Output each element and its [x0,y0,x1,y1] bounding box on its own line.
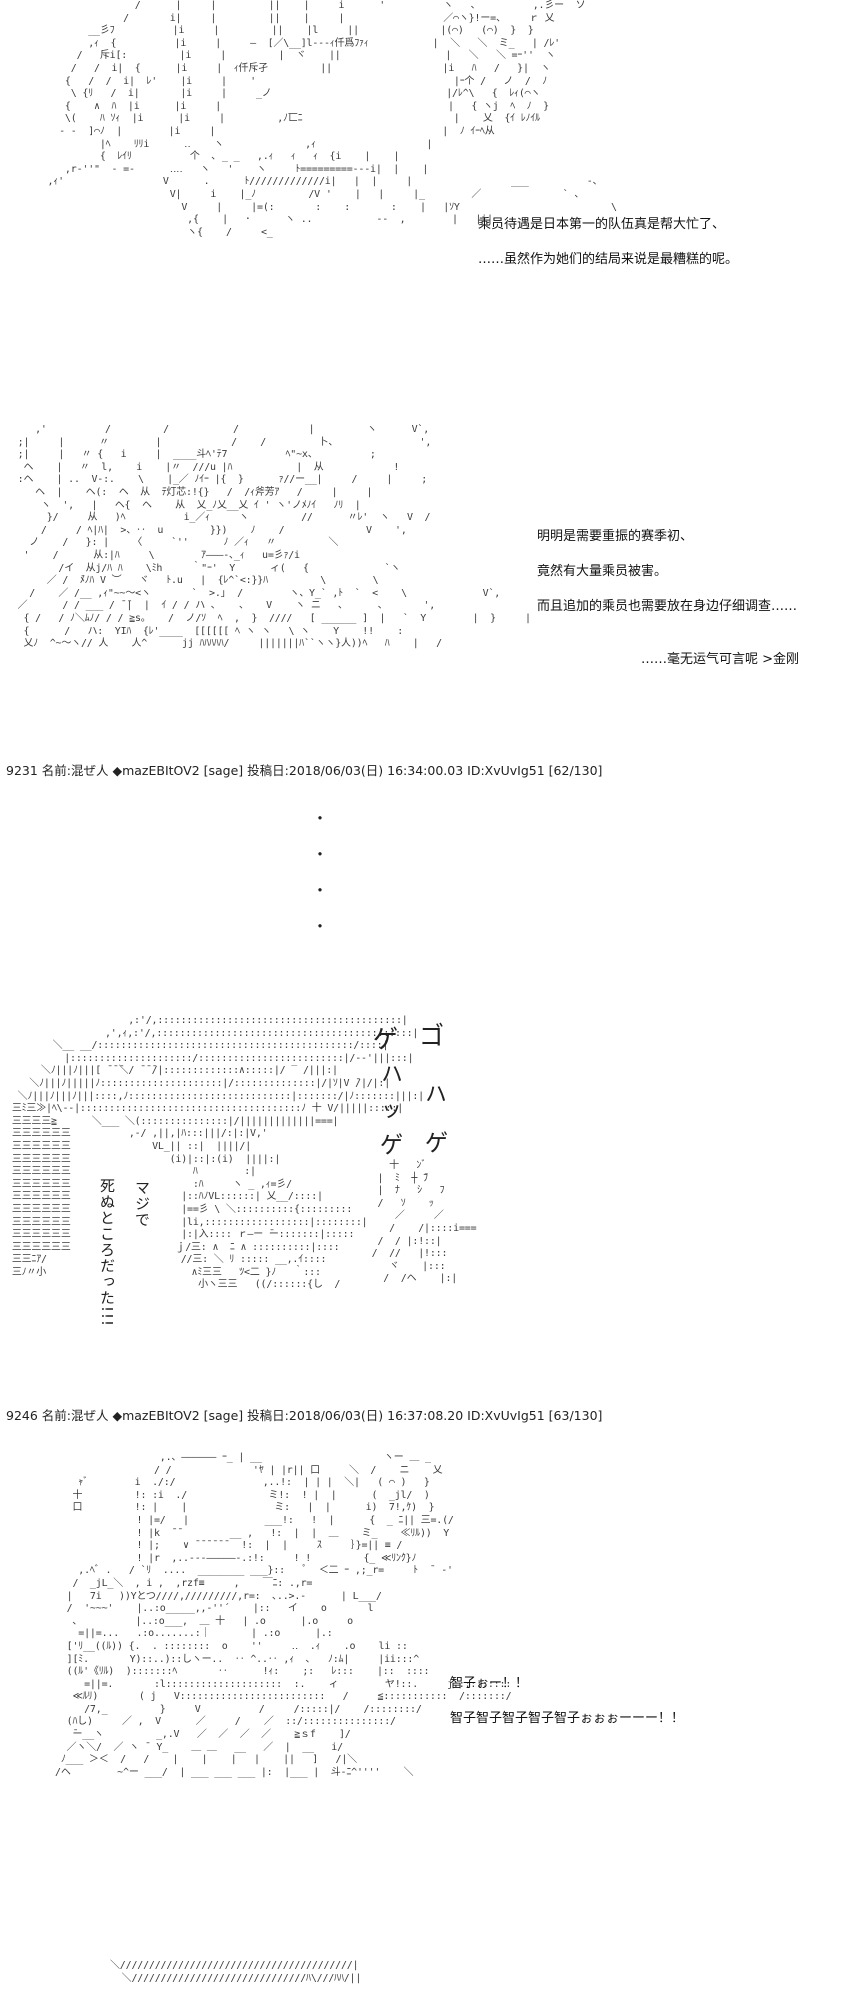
ascii-art-panel-3-right: 十 ﾝﾞ | ﾐ ┼ ̄ﾌ | ﾅ ｼ ﾌ / ｿ ｯ ／ ／ / /|::::… [371,1160,477,1285]
ascii-art-panel-1: / | | || | i ' ヽ 、 ,.彡ー ソ / i| | || | | … [47,0,617,238]
ascii-art-panel-2: ,' / / / | ヽ V`, ;| | 〃 | / / 卜、 ', ;| |… [17,424,531,650]
panel-3-sfx-2: ゴ [414,1022,444,1049]
panel-1-dialogue-2: ……虽然作为她们的结局来说是最糟糕的呢。 [478,252,739,267]
panel-3-sfx-6: ゲ [375,1132,403,1157]
panel-2-dialogue-1: 明明是需要重振的赛季初、 [537,529,694,544]
separator-dot-4: ・ [312,917,329,936]
separator-dot-3: ・ [312,881,329,900]
panel-2-dialogue-3: 而且追加的乘员也需要放在身边仔细调查…… [537,599,798,614]
post-header-9231: 9231 名前:混ぜ人 ◆mazEBItOV2 [sage] 投稿日:2018/… [6,763,603,778]
separator-dot-1: ・ [312,809,329,828]
ascii-art-panel-3: ,:'/,:::::::::::::::::::::::::::::::::::… [11,1015,424,1291]
panel-4-dialogue-1: 智子ぉー！！ [450,1676,529,1691]
ascii-art-panel-4: ,.、―――――― ｰ_ | __ ヽー ＿ _ / / 'ﾔ | |r|| 口… [55,1452,512,1778]
panel-3-sfx-5: ッ [374,1100,399,1123]
panel-3-sfx-3: ハ [377,1062,402,1085]
panel-3-sfx-4: ハ [421,1082,446,1105]
panel-2-dialogue-4: ……毫无运气可言呢 >金刚 [641,652,800,667]
separator-dot-2: ・ [312,845,329,864]
post-header-9246: 9246 名前:混ぜ人 ◆mazEBItOV2 [sage] 投稿日:2018/… [6,1408,603,1423]
panel-3-vertical-text-left: 死ぬところだった!!! [98,1178,116,1328]
panel-4-dialogue-2: 智子智子智子智子智子ぉぉぉーーー！！ [450,1711,685,1726]
panel-1-dialogue-1: 乘员待遇是日本第一的队伍真是帮大忙了、 [478,217,726,232]
ascii-art-panel-5-partial: ＼///////////////////////////////////////… [110,1960,362,1984]
panel-2-dialogue-2: 竟然有大量乘员被害。 [537,564,668,579]
panel-3-sfx-1: ゲ [368,1025,398,1052]
panel-3-vertical-text-mid: マジで [133,1180,151,1228]
panel-3-sfx-7: ゲ [420,1130,448,1155]
